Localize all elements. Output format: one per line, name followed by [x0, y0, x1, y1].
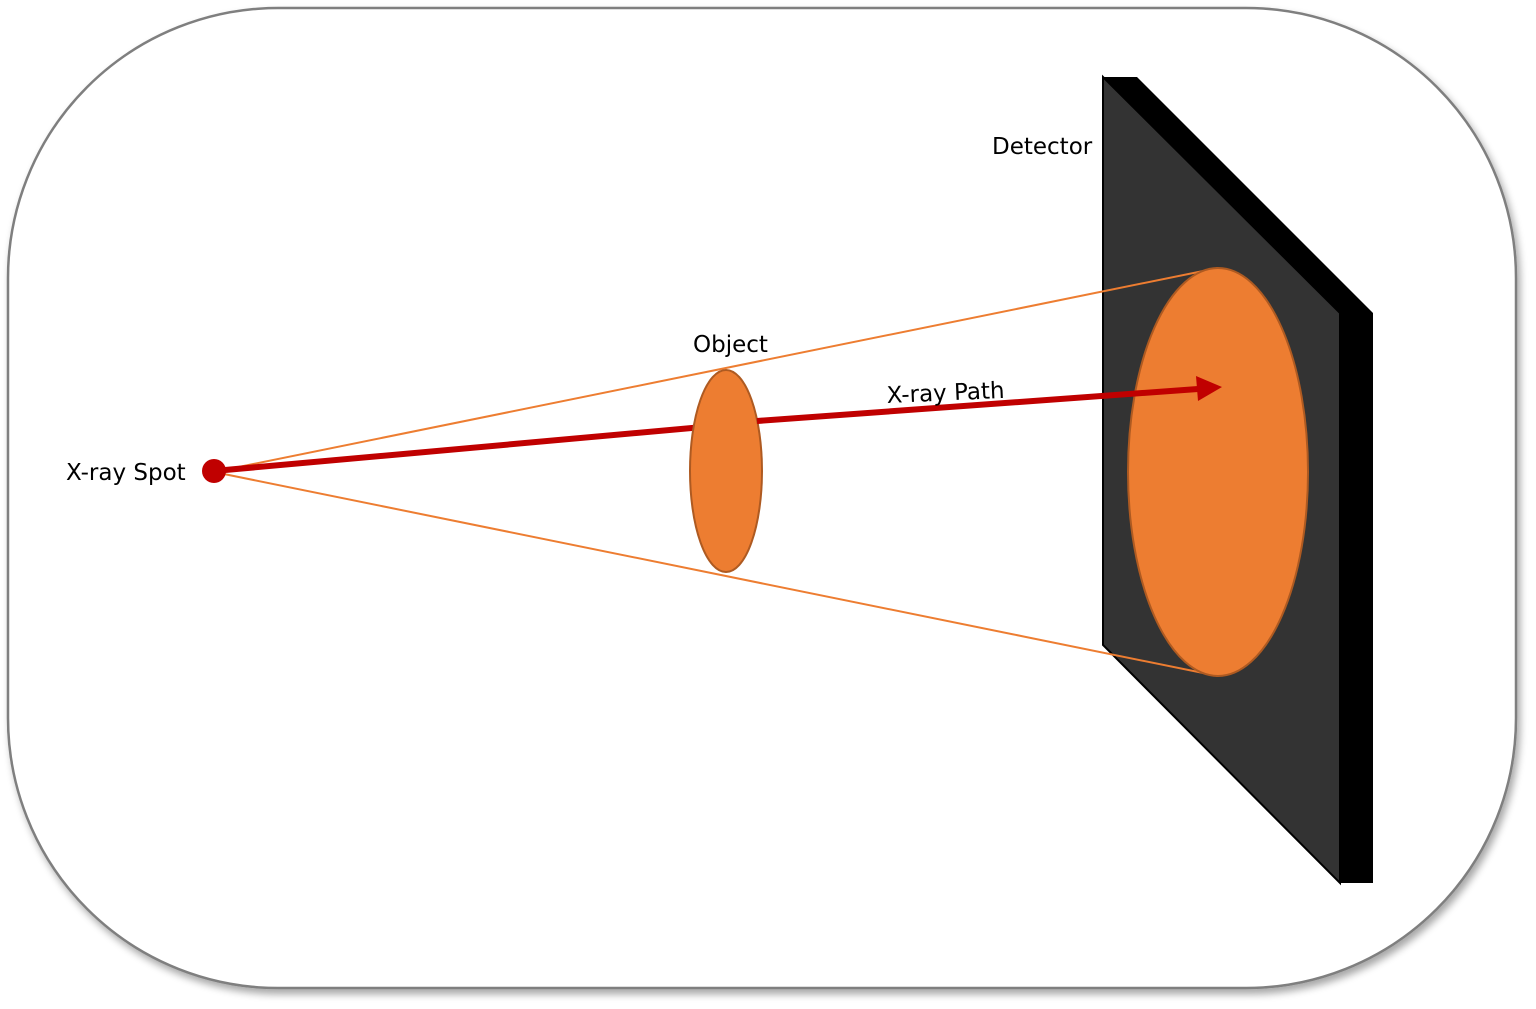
object-ellipse — [689, 369, 763, 573]
xray-path-label: X-ray Path — [886, 378, 1005, 409]
beam-lower-edge — [213, 471, 1219, 677]
beam-upper-edge — [213, 267, 1219, 473]
xray-path-arrowhead — [1196, 376, 1222, 401]
xray-path-outgoing — [756, 386, 1199, 424]
source-dot-icon — [202, 459, 226, 483]
xray-path-incoming — [213, 423, 715, 474]
object-label: Object — [693, 332, 768, 358]
xray-spot-label: X-ray Spot — [66, 460, 186, 486]
detector-projection — [1127, 267, 1309, 677]
arrow-right-icon — [756, 376, 1222, 424]
detector-label: Detector — [992, 134, 1093, 160]
